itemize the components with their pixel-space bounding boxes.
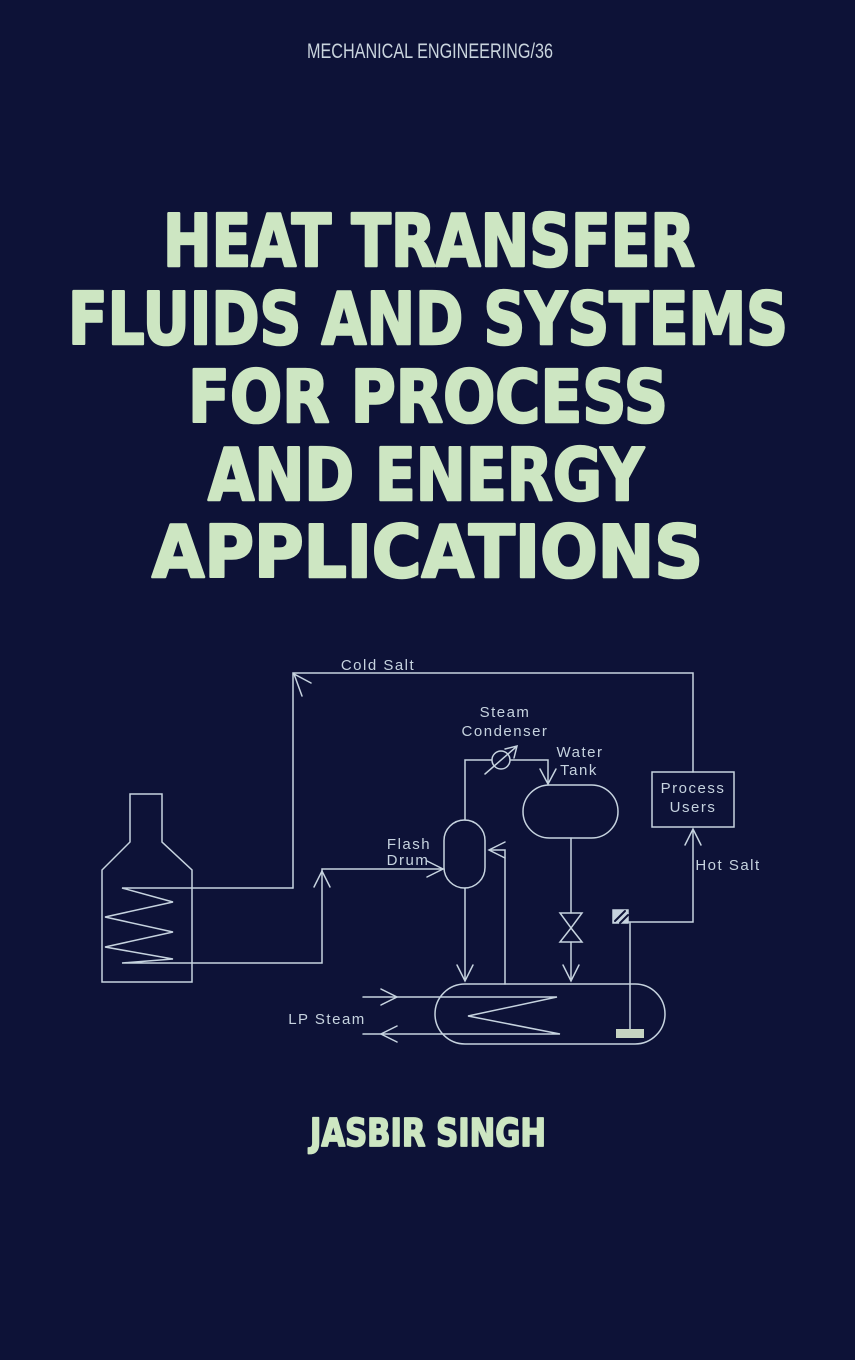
flash-drum-label-1: Flash	[387, 836, 431, 853]
condenser-flow-arrow	[484, 746, 517, 775]
title-block: HEAT TRANSFER FLUIDS AND SYSTEMS FOR PRO…	[67, 198, 790, 596]
steam-condenser-label-1: Steam	[480, 704, 531, 721]
process-users-inlet-arrowhead	[684, 827, 702, 846]
salt-heater-vessel	[101, 793, 193, 983]
process-flow-diagram: Cold Salt Flash Drum Steam Condenser Wat…	[101, 657, 760, 1045]
steam-pipe	[464, 759, 549, 821]
watertank-inlet-arrowhead	[539, 768, 557, 786]
control-valve-symbol	[558, 912, 584, 943]
lp-steam-label: LP Steam	[288, 1011, 366, 1028]
process-users-box	[651, 771, 735, 828]
flash-drum-vessel	[443, 819, 486, 889]
lp-steam-inlet-arrowhead	[380, 988, 399, 1006]
lp-steam-coil	[362, 996, 561, 1035]
water-tank-vessel	[522, 784, 619, 839]
title-line-2: FLUIDS AND SYSTEMS	[68, 277, 788, 361]
hot-salt-label: Hot Salt	[695, 857, 760, 874]
water-tank-label-2: Tank	[560, 762, 598, 779]
water-tank-label-1: Water	[557, 744, 604, 761]
cold-salt-label: Cold Salt	[341, 657, 415, 674]
process-users-label-1: Process	[661, 780, 726, 797]
flashdrum-inlet-arrowhead	[426, 860, 445, 878]
hot-salt-up-arrowhead	[313, 869, 331, 888]
flashdrum-bottom-arrowhead	[456, 964, 474, 983]
lp-steam-outlet-arrowhead	[379, 1025, 398, 1043]
steam-generator-drum	[434, 983, 666, 1045]
cold-salt-arrowhead	[292, 672, 312, 697]
heater-coil-and-hot-pipe	[104, 868, 444, 964]
cold-salt-pipe	[292, 672, 694, 889]
steam-return-arrowhead	[487, 841, 506, 859]
flash-drum-label-2: Drum	[387, 852, 430, 869]
hot-salt-pipe	[627, 830, 694, 923]
steam-return-pipe	[489, 849, 506, 985]
author-name: JASBIR SINGH	[308, 1111, 546, 1155]
title-line-3: FOR PROCESS	[188, 355, 668, 439]
process-users-label-2: Users	[670, 799, 717, 816]
valve-outlet-arrowhead	[562, 964, 580, 983]
title-line-5: APPLICATIONS	[152, 510, 703, 594]
title-line-4: AND ENERGY	[208, 433, 645, 517]
condenser-arrowhead	[504, 744, 519, 759]
steam-condenser-label-2: Condenser	[462, 723, 549, 740]
pump-symbol-hatching	[614, 910, 629, 924]
sparger-element	[616, 1029, 644, 1038]
title-line-1: HEAT TRANSFER	[163, 199, 695, 283]
series-header: MECHANICAL ENGINEERING/36	[307, 40, 553, 63]
